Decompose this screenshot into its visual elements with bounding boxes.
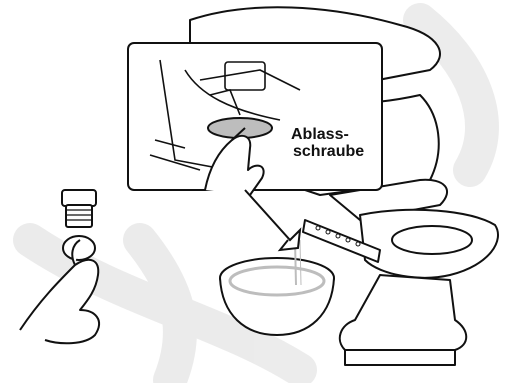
catch-bowl-icon: [220, 240, 334, 335]
drain-screw-label: Ablass- schraube: [291, 126, 381, 160]
drain-screw-label-line2: schraube: [293, 143, 381, 160]
drain-screw-icon: [62, 190, 96, 260]
toilet-pedestal: [340, 275, 466, 350]
arrow-icon: [245, 190, 300, 250]
bowl-opening: [392, 226, 472, 254]
drain-screw-label-line1: Ablass-: [291, 126, 381, 143]
